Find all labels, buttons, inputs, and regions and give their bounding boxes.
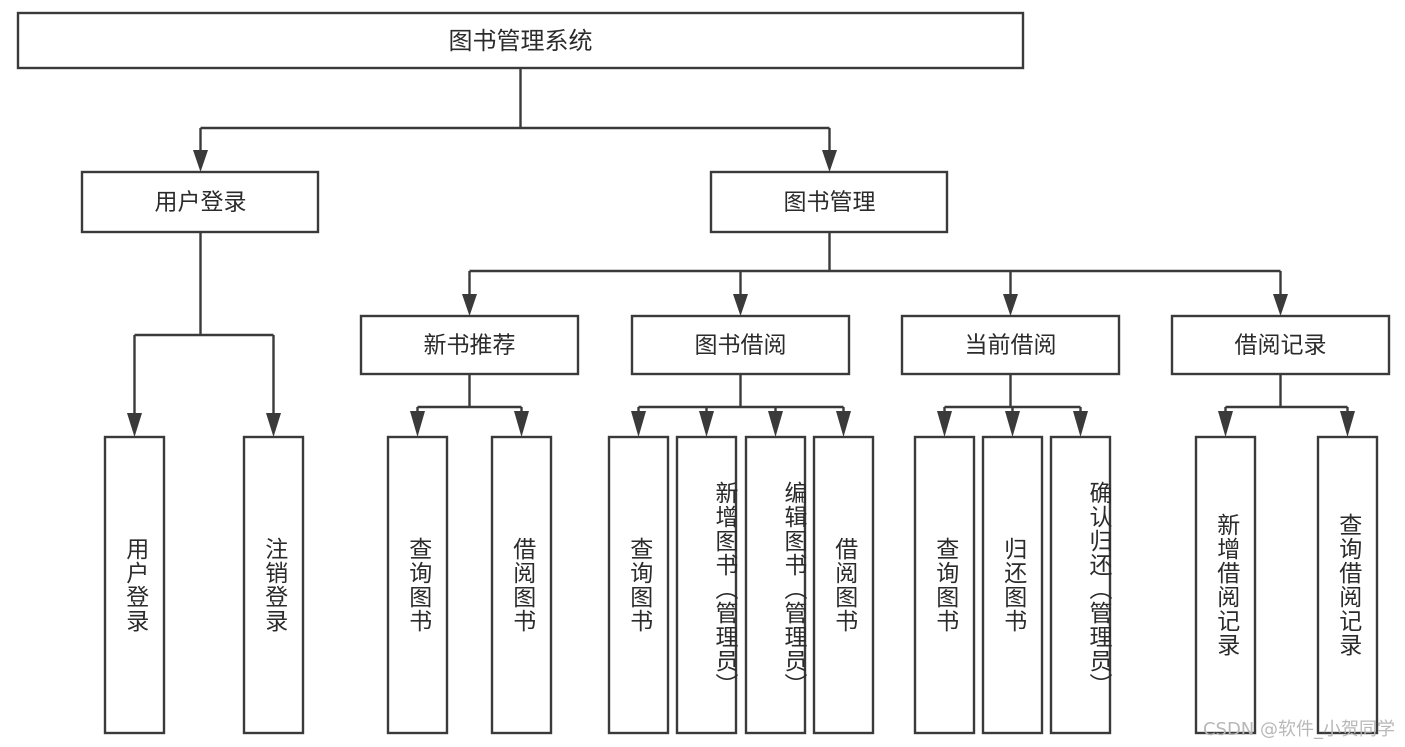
connector-user-login-to-leaves — [127, 232, 281, 437]
watermark-text: CSDN @软件_小贺同学 — [1202, 719, 1395, 740]
node-label-current-borrow: 当前借阅 — [965, 333, 1057, 359]
leaf-box-bb-add-book[interactable] — [675, 435, 738, 735]
arrow-head-bb-leaf-4 — [836, 411, 851, 437]
node-box-book-manage[interactable] — [709, 170, 949, 234]
leaf-box-cb-confirm-return[interactable] — [1049, 435, 1112, 735]
arrow-head-cb-leaf-2 — [1005, 411, 1020, 437]
leaf-box-bb-edit-book[interactable] — [744, 435, 807, 735]
arrow-head-cb-leaf-3 — [1073, 411, 1088, 437]
node-label-user-login: 用户登录 — [155, 190, 247, 216]
node-label-borrow-record: 借阅记录 — [1235, 333, 1327, 359]
arrow-head-cb-leaf-1 — [937, 411, 952, 437]
leaf-box-nb-borrow-book[interactable] — [490, 435, 553, 735]
arrow-head-leaf-logout — [266, 413, 281, 437]
arrow-head-book-manage — [822, 150, 837, 172]
arrow-head-bb-leaf-2 — [699, 411, 714, 437]
arrow-head-nb-leaf-2 — [514, 411, 529, 437]
leaf-box-br-add-record[interactable] — [1194, 435, 1257, 735]
node-label-new-book-recommend: 新书推荐 — [424, 333, 516, 359]
node-box-root[interactable] — [16, 11, 1025, 70]
node-box-borrow-record[interactable] — [1170, 314, 1391, 376]
connector-currentborrow-to-leaves — [937, 374, 1088, 437]
arrow-head-leaf-user-login — [127, 413, 142, 437]
connector-book-manage-to-level3 — [462, 232, 1288, 316]
arrow-head-br-leaf-1 — [1218, 411, 1233, 437]
arrow-head-user-login — [193, 150, 208, 172]
arrow-head-currentborrow — [1003, 294, 1018, 316]
arrow-head-borrowrecord — [1273, 294, 1288, 316]
connector-borrowrecord-to-leaves — [1218, 374, 1355, 437]
node-box-user-login[interactable] — [80, 170, 320, 234]
connector-root-to-level2 — [193, 68, 837, 172]
arrow-head-bookborrow — [733, 294, 748, 316]
connector-newbook-to-leaves — [410, 374, 529, 437]
arrow-head-bb-leaf-3 — [768, 411, 783, 437]
leaf-box-nb-query-book[interactable] — [386, 435, 449, 735]
node-label-book-manage: 图书管理 — [784, 190, 876, 216]
leaf-box-bb-query-book[interactable] — [607, 435, 670, 735]
leaf-box-user-login[interactable] — [103, 435, 166, 735]
connector-bookborrow-to-leaves — [631, 374, 851, 437]
node-box-current-borrow[interactable] — [900, 314, 1121, 376]
leaf-box-cb-return-book[interactable] — [981, 435, 1044, 735]
node-box-book-borrow[interactable] — [630, 314, 851, 376]
node-box-new-book-recommend[interactable] — [359, 314, 580, 376]
leaf-box-logout[interactable] — [242, 435, 305, 735]
arrow-head-newbook — [462, 294, 477, 316]
leaf-box-bb-borrow-book[interactable] — [812, 435, 875, 735]
leaf-box-cb-query-book[interactable] — [913, 435, 976, 735]
leaf-box-br-query-record[interactable] — [1316, 435, 1379, 735]
arrow-head-bb-leaf-1 — [631, 411, 646, 437]
node-label-root: 图书管理系统 — [449, 27, 593, 55]
arrow-head-nb-leaf-1 — [410, 411, 425, 437]
arrow-head-br-leaf-2 — [1340, 411, 1355, 437]
node-label-book-borrow: 图书借阅 — [695, 333, 787, 359]
